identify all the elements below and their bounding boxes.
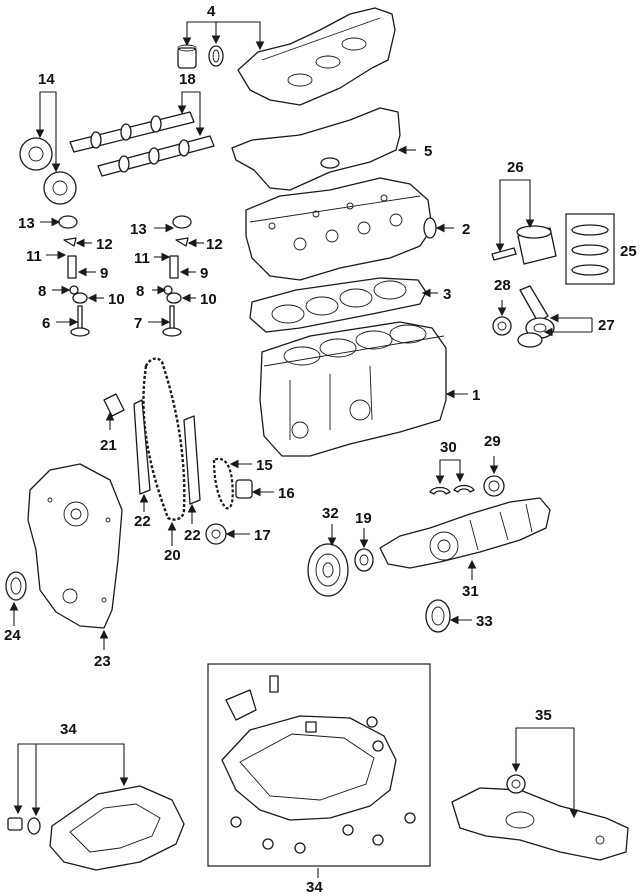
piston: [516, 225, 557, 265]
callout-22-right: 22: [184, 527, 201, 544]
camshaft-sprocket-upper: [19, 137, 53, 171]
valve-train-right: [162, 215, 192, 337]
callout-26: 26: [507, 159, 524, 176]
callout-33: 33: [476, 613, 493, 630]
drain-plug: [7, 817, 23, 831]
head-gasket: [249, 277, 427, 333]
callout-31: 31: [462, 583, 479, 600]
callout-6: 6: [42, 315, 50, 332]
oil-pan-bolts: [230, 716, 416, 854]
callout-34-frame: 34: [306, 879, 323, 896]
callout-10-right: 10: [200, 291, 217, 308]
callout-14: 14: [38, 71, 55, 88]
engine-mount: [451, 787, 629, 861]
callout-18: 18: [179, 71, 196, 88]
crankshaft: [379, 497, 551, 569]
valve-cover-gasket: [231, 107, 401, 191]
callout-9-left: 9: [100, 265, 108, 282]
upper-oil-pan: [221, 675, 397, 821]
callout-35: 35: [535, 707, 552, 724]
connecting-rod: [519, 285, 555, 339]
cap-seal: [208, 45, 224, 67]
chain-guide-right: [183, 415, 201, 505]
callout-9-right: 9: [200, 265, 208, 282]
callout-24: 24: [4, 627, 21, 644]
crank-sprocket: [205, 523, 227, 545]
callout-25: 25: [620, 243, 637, 260]
callout-11-right: 11: [134, 250, 150, 267]
thrust-bearing: [483, 475, 505, 497]
crank-pulley: [307, 543, 349, 597]
callout-5: 5: [424, 143, 432, 160]
callout-34-left: 34: [60, 721, 77, 738]
callout-29: 29: [484, 433, 501, 450]
callout-22-left: 22: [134, 513, 151, 530]
front-crank-seal: [5, 571, 27, 601]
callout-30: 30: [440, 439, 457, 456]
main-bearing-lower: [453, 484, 475, 493]
chain-guide-left: [133, 399, 151, 495]
camshaft-intake: [69, 111, 195, 153]
callout-12-right: 12: [206, 236, 223, 253]
rod-bearing-cap: [517, 332, 543, 348]
valve-cover: [237, 7, 396, 106]
callout-3: 3: [443, 286, 451, 303]
callout-8-right: 8: [136, 283, 144, 300]
mount-seal-ring: [506, 774, 526, 794]
crank-timing-sprocket: [354, 548, 374, 572]
callout-13-left: 13: [18, 215, 35, 232]
callout-28: 28: [494, 277, 511, 294]
piston-ring-set: [565, 213, 615, 285]
lower-oil-pan: [49, 785, 185, 871]
drain-plug-gasket: [27, 817, 41, 835]
callout-8-left: 8: [38, 283, 46, 300]
callout-10-left: 10: [108, 291, 125, 308]
callout-21: 21: [100, 437, 117, 454]
balance-chain: [212, 457, 234, 510]
timing-chain: [142, 357, 186, 521]
callout-19: 19: [355, 510, 372, 527]
callout-32: 32: [322, 505, 339, 522]
callout-27: 27: [598, 317, 615, 334]
timing-cover: [27, 463, 123, 629]
cylinder-block: [259, 321, 447, 457]
callout-20: 20: [164, 547, 181, 564]
chain-tensioner: [235, 479, 253, 499]
rear-crank-seal: [425, 599, 451, 633]
camshaft-exhaust: [97, 135, 215, 177]
camshaft-sprocket-lower: [43, 171, 77, 205]
oil-pan-assembly-frame: [207, 663, 431, 867]
callout-23: 23: [94, 653, 111, 670]
rod-bearing: [492, 316, 512, 336]
callout-4: 4: [207, 3, 216, 20]
callout-17: 17: [254, 527, 271, 544]
callout-16: 16: [278, 485, 295, 502]
main-bearing-upper: [429, 486, 451, 495]
callout-1: 1: [472, 387, 480, 404]
callout-13-right: 13: [130, 221, 147, 238]
oil-filler-cap: [177, 44, 197, 69]
valve-train-left: [58, 215, 90, 337]
callout-11-left: 11: [26, 248, 42, 265]
callout-15: 15: [256, 457, 273, 474]
callout-7: 7: [134, 315, 142, 332]
callout-12-left: 12: [96, 236, 113, 253]
piston-pin: [491, 247, 517, 261]
cylinder-head: [245, 177, 437, 281]
callout-2: 2: [462, 221, 470, 238]
chain-tensioner-bracket: [103, 393, 125, 417]
